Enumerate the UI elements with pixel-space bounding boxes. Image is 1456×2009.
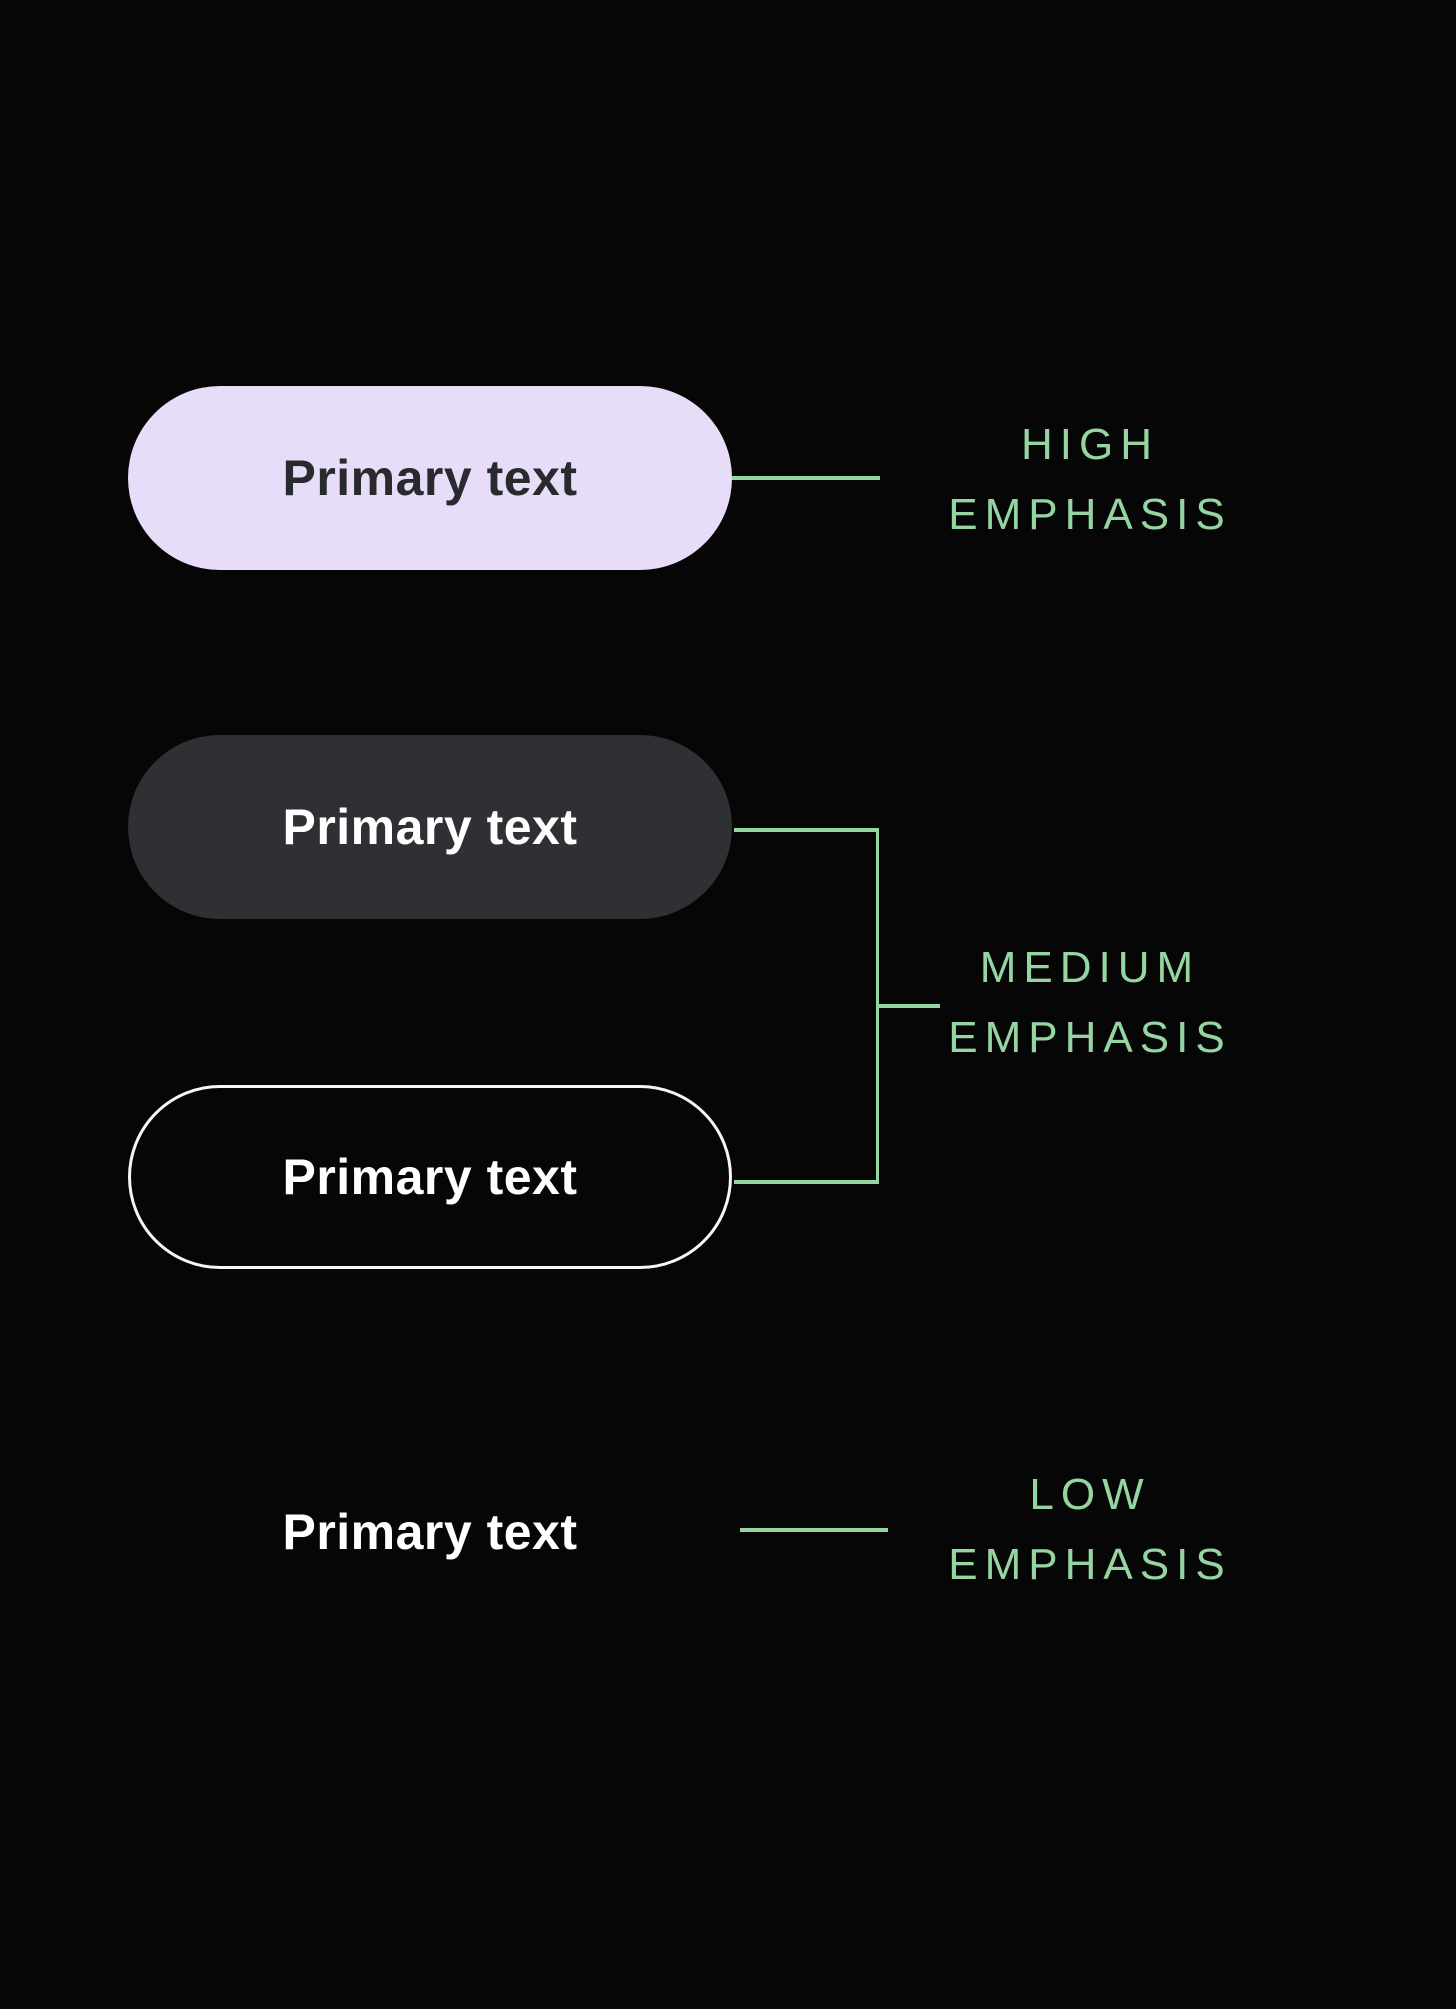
- low-emphasis-label: LOW EMPHASIS: [850, 1460, 1330, 1600]
- low-emphasis-line2: EMPHASIS: [948, 1540, 1232, 1589]
- outlined-button-label: Primary text: [282, 1149, 578, 1205]
- tonal-button: Primary text: [128, 735, 732, 919]
- outlined-button: Primary text: [128, 1085, 732, 1269]
- medium-emphasis-line1: MEDIUM: [979, 943, 1201, 992]
- filled-button: Primary text: [128, 386, 732, 570]
- medium-emphasis-label: MEDIUM EMPHASIS: [850, 933, 1330, 1073]
- high-emphasis-line1: HIGH: [1021, 420, 1159, 469]
- tonal-button-label: Primary text: [282, 799, 578, 855]
- low-connector-line: [740, 1528, 888, 1532]
- plain-text-button: Primary text: [282, 1504, 578, 1560]
- high-connector-line: [732, 476, 880, 480]
- filled-button-label: Primary text: [282, 450, 578, 506]
- medium-bracket-bottom-line: [734, 1180, 879, 1184]
- high-emphasis-label: HIGH EMPHASIS: [850, 410, 1330, 550]
- high-emphasis-line2: EMPHASIS: [948, 490, 1232, 539]
- medium-emphasis-line2: EMPHASIS: [948, 1013, 1232, 1062]
- low-emphasis-line1: LOW: [1029, 1470, 1151, 1519]
- medium-bracket-top-line: [734, 828, 879, 832]
- medium-bracket-stub-line: [879, 1004, 940, 1008]
- medium-bracket-vertical-line: [876, 828, 879, 1184]
